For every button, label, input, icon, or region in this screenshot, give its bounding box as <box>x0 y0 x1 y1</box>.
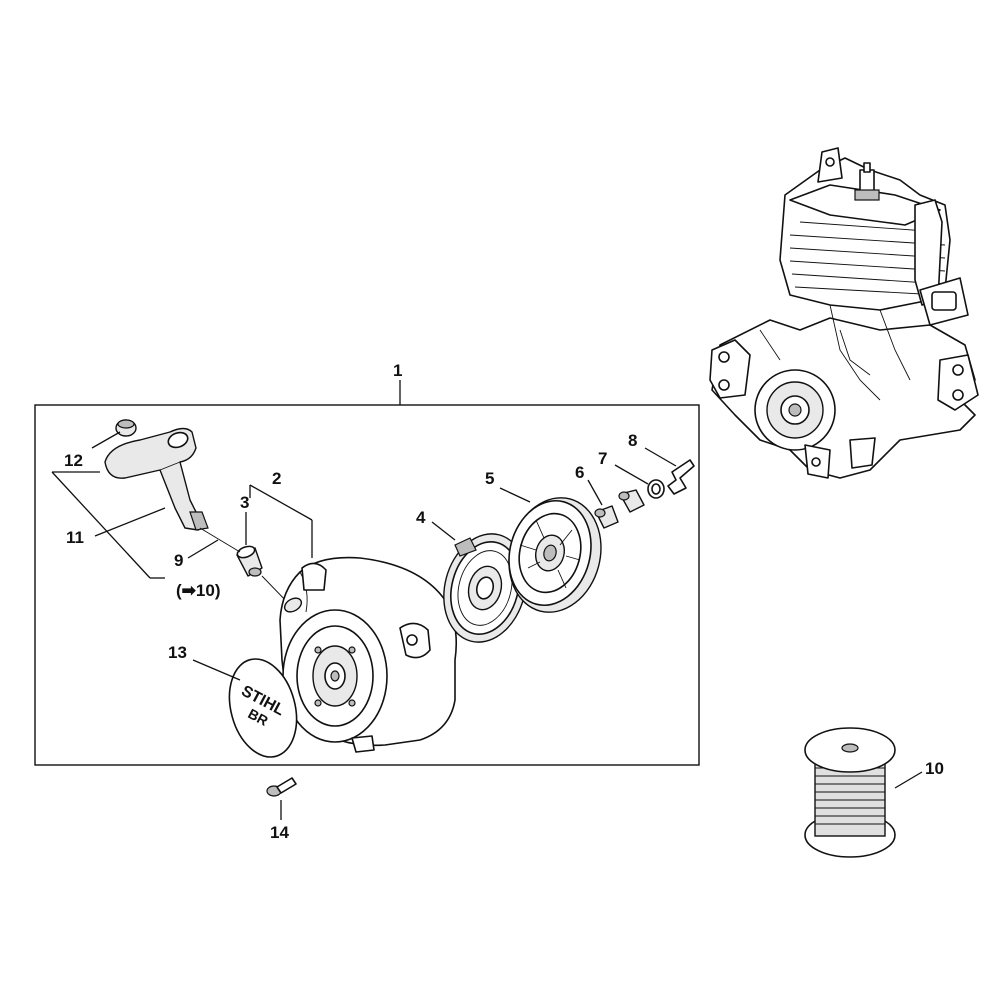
callout-12[interactable]: 12 <box>64 451 83 470</box>
callout-11[interactable]: 11 <box>66 528 84 547</box>
callout-13[interactable]: 13 <box>168 643 187 662</box>
screw <box>266 777 297 797</box>
callout-9-reference[interactable]: (➡10) <box>176 581 220 600</box>
washer <box>647 479 665 499</box>
callout-4[interactable]: 4 <box>416 508 426 527</box>
pawl <box>594 489 645 529</box>
callout-14[interactable]: 14 <box>270 823 289 842</box>
grip-plug <box>115 419 137 437</box>
rewind-spring <box>443 533 527 643</box>
leader-lines <box>51 431 923 820</box>
starter-housing <box>279 556 458 753</box>
logo-cover: STIHL BR <box>228 658 298 758</box>
rope-rotor <box>508 497 602 613</box>
callout-5[interactable]: 5 <box>485 469 494 488</box>
callout-9[interactable]: 9 <box>174 551 183 570</box>
rope-guide <box>236 545 263 577</box>
callout-6[interactable]: 6 <box>575 463 584 482</box>
callout-2[interactable]: 2 <box>272 469 281 488</box>
assembly-frame <box>34 404 700 766</box>
engine-block <box>709 147 979 479</box>
callout-10[interactable]: 10 <box>925 759 944 778</box>
callout-7[interactable]: 7 <box>598 449 607 468</box>
rope-spool <box>804 727 896 858</box>
callout-3[interactable]: 3 <box>240 493 249 512</box>
starter-grip <box>104 427 209 531</box>
spring-clip <box>667 459 695 495</box>
callout-8[interactable]: 8 <box>628 431 637 450</box>
callout-1[interactable]: 1 <box>393 361 402 380</box>
starter-rope <box>199 527 241 553</box>
